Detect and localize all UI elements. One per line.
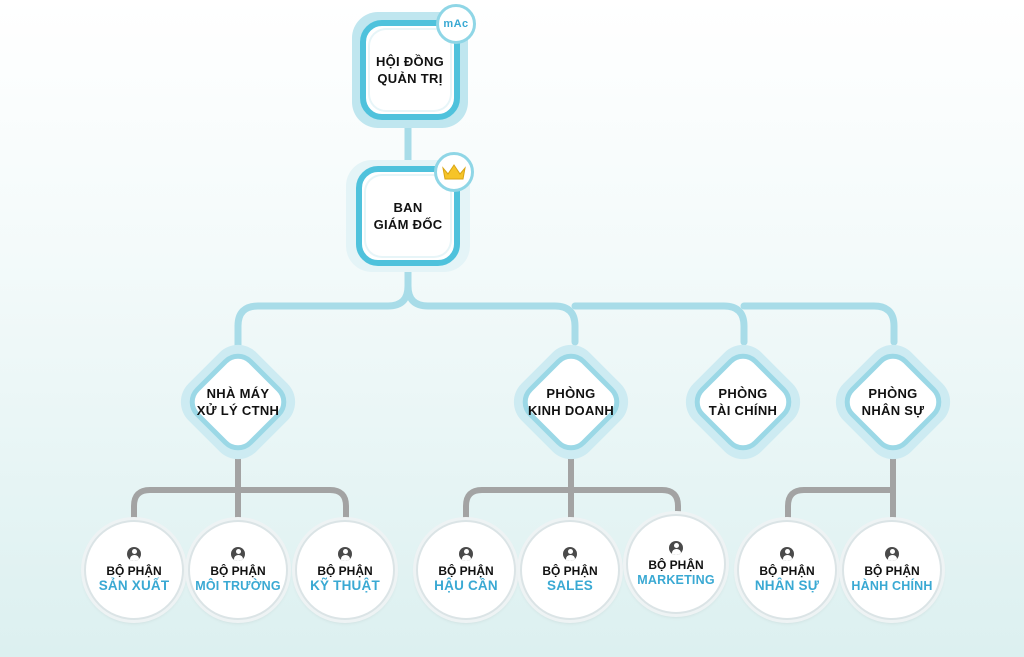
crown-icon <box>442 164 466 180</box>
person-icon <box>563 546 577 561</box>
department-2-label: BỘ PHẬN <box>210 563 266 578</box>
board-title-line2: QUẢN TRỊ <box>377 71 443 86</box>
department-node-1: BỘ PHẬN SẢN XUẤT <box>84 520 184 620</box>
division-4-line2: NHÂN SỰ <box>861 403 925 418</box>
department-node-3: BỘ PHẬN KỸ THUẬT <box>295 520 395 620</box>
connector-division4-departments <box>785 455 896 520</box>
department-5-name: SALES <box>546 577 593 593</box>
directors-title-line2: GIÁM ĐỐC <box>373 217 443 232</box>
department-2-name: MÔI TRƯỜNG <box>195 578 281 593</box>
department-node-8: BỘ PHẬN HÀNH CHÍNH <box>842 520 942 620</box>
division-3-line1: PHÒNG <box>718 386 768 401</box>
department-3-name: KỸ THUẬT <box>310 577 380 593</box>
person-icon <box>885 546 899 561</box>
person-icon <box>459 546 473 561</box>
division-3-line2: TÀI CHÍNH <box>708 403 778 418</box>
department-node-7: BỘ PHẬN NHÂN SỰ <box>737 520 837 620</box>
person-icon <box>127 546 141 561</box>
division-node-3: PHÒNG TÀI CHÍNH <box>675 334 811 470</box>
department-6-name: MARKETING <box>637 572 715 587</box>
department-3-label: BỘ PHẬN <box>317 563 373 578</box>
department-4-name: HẬU CẦN <box>434 577 498 593</box>
department-node-5: BỘ PHẬN SALES <box>520 520 620 620</box>
department-1-label: BỘ PHẬN <box>106 563 162 578</box>
department-7-name: NHÂN SỰ <box>754 577 820 593</box>
department-8-name: HÀNH CHÍNH <box>851 578 933 593</box>
person-icon <box>669 540 683 555</box>
division-1-line1: NHÀ MÁY <box>206 386 270 401</box>
division-2-line1: PHÒNG <box>546 386 596 401</box>
department-node-6: BỘ PHẬN MARKETING <box>626 514 726 614</box>
department-node-2: BỘ PHẬN MÔI TRƯỜNG <box>188 520 288 620</box>
division-node-4: PHÒNG NHÂN SỰ <box>825 334 961 470</box>
directors-node: BAN GIÁM ĐỐC <box>346 160 470 272</box>
division-node-1: NHÀ MÁY XỬ LÝ CTNH <box>170 334 306 470</box>
department-1-name: SẢN XUẤT <box>98 577 170 593</box>
connector-division1-departments <box>131 455 349 520</box>
board-title-line1: HỘI ĐỒNG <box>375 54 445 69</box>
directors-title-line1: BAN <box>393 200 423 215</box>
division-4-line1: PHÒNG <box>868 386 918 401</box>
person-icon <box>338 546 352 561</box>
company-logo: mAc <box>443 18 469 30</box>
connector-directors-divisions <box>234 258 898 352</box>
logo-badge: mAc <box>436 4 476 44</box>
person-icon <box>231 546 245 561</box>
crown-badge <box>434 152 474 192</box>
division-node-2: PHÒNG KINH DOANH <box>503 334 639 470</box>
division-2-line2: KINH DOANH <box>527 403 615 418</box>
department-5-label: BỘ PHẬN <box>542 563 598 578</box>
department-node-4: BỘ PHẬN HẬU CẦN <box>416 520 516 620</box>
division-1-line2: XỬ LÝ CTNH <box>196 403 280 418</box>
department-8-label: BỘ PHẬN <box>864 563 920 578</box>
department-7-label: BỘ PHẬN <box>759 563 815 578</box>
department-4-label: BỘ PHẬN <box>438 563 494 578</box>
person-icon <box>780 546 794 561</box>
department-6-label: BỘ PHẬN <box>648 557 704 572</box>
connector-division2-departments <box>463 455 681 520</box>
